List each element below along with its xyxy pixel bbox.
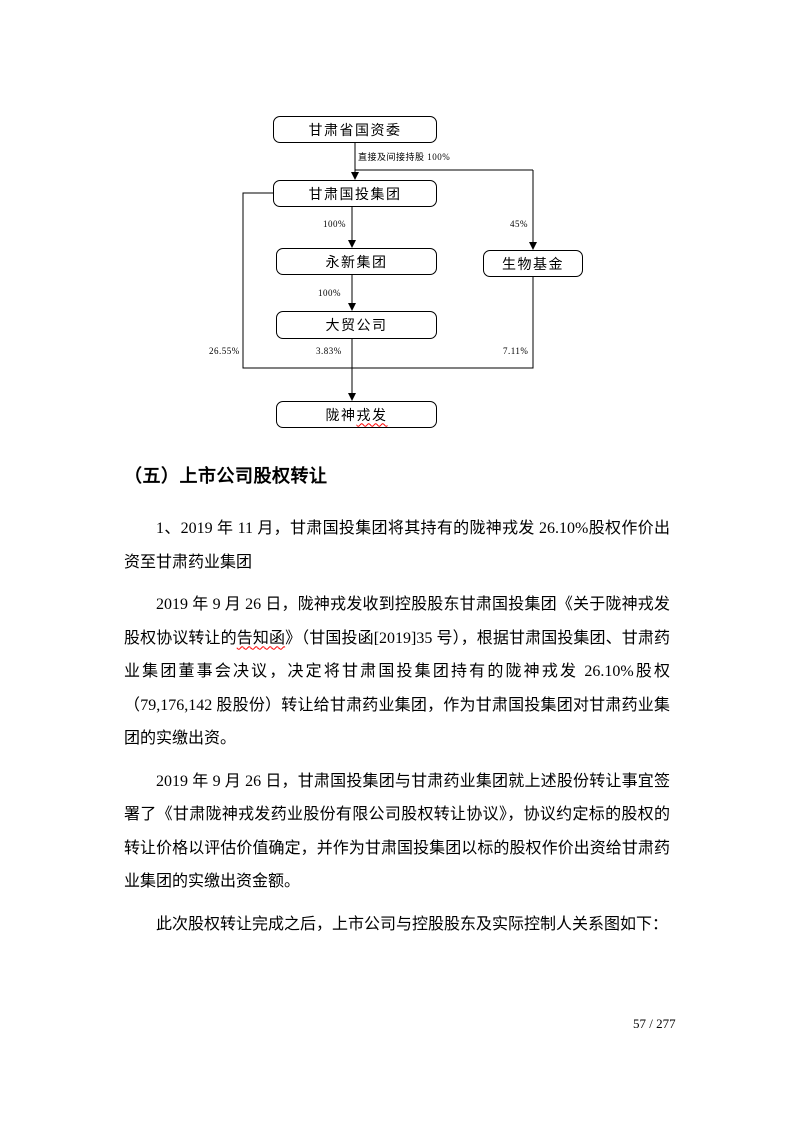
org-chart: 甘肃省国资委 甘肃国投集团 永新集团 生物基金 大贸公司 陇神戎发 直接及间接持… [0, 0, 793, 450]
node-yongxin-group: 永新集团 [276, 248, 437, 275]
edge-label-yongxin-damao-100: 100% [318, 288, 341, 298]
node-longshen-rongfa: 陇神戎发 [276, 401, 437, 428]
section-heading: （五）上市公司股权转让 [124, 466, 328, 486]
org-chart-connectors [242, 143, 537, 401]
spellcheck-marked-text: 告知函 [236, 629, 286, 647]
edge-label-guotou-shengwu-45: 45% [510, 219, 528, 229]
paragraph-text: 此次股权转让完成之后，上市公司与控股股东及实际控制人关系图如下： [156, 915, 669, 933]
document-body: （五）上市公司股权转让 1、2019 年 11 月，甘肃国投集团将其持有的陇神戎… [124, 462, 670, 950]
node-gansu-sasac: 甘肃省国资委 [273, 116, 437, 143]
node-gansu-guotou-group: 甘肃国投集团 [273, 180, 437, 207]
paragraph: 1、2019 年 11 月，甘肃国投集团将其持有的陇神戎发 26.10%股权作价… [124, 512, 670, 579]
paragraph-text: 2019 年 9 月 26 日，甘肃国投集团与甘肃药业集团就上述股份转让事宜签署… [124, 772, 670, 891]
paragraph-text: 》（甘国投函[2019]35 号），根据甘肃国投集团、甘肃药业集团董事会决议，决… [124, 629, 670, 748]
node-damao-company: 大贸公司 [276, 311, 437, 339]
edge-label-guotou-longshen-2655: 26.55% [209, 346, 240, 356]
page-number: 57 / 277 [633, 1016, 676, 1031]
edge-label-shengwu-longshen-711: 7.11% [503, 346, 529, 356]
edge-label-direct-indirect-100: 直接及间接持股 100% [358, 152, 451, 162]
paragraph: 2019 年 9 月 26 日，陇神戎发收到控股股东甘肃国投集团《关于陇神戎发股… [124, 588, 670, 756]
paragraph: 2019 年 9 月 26 日，甘肃国投集团与甘肃药业集团就上述股份转让事宜签署… [124, 765, 670, 899]
spellcheck-marked-text: 戎发 [356, 408, 388, 424]
paragraph-text: 2019 年 9 月 26 日，陇神戎发收到控股股东甘肃国投集团《关于陇神戎发股… [124, 596, 670, 647]
edge-label-damao-longshen-383: 3.83% [316, 346, 342, 356]
paragraph: 此次股权转让完成之后，上市公司与控股股东及实际控制人关系图如下： [124, 908, 670, 942]
paragraph-text: 1、2019 年 11 月，甘肃国投集团将其持有的陇神戎发 26.10%股权作价… [124, 520, 670, 571]
node-longshen-label: 陇神 [325, 408, 357, 424]
node-biotech-fund: 生物基金 [483, 250, 583, 277]
edge-label-guotou-yongxin-100: 100% [323, 219, 346, 229]
